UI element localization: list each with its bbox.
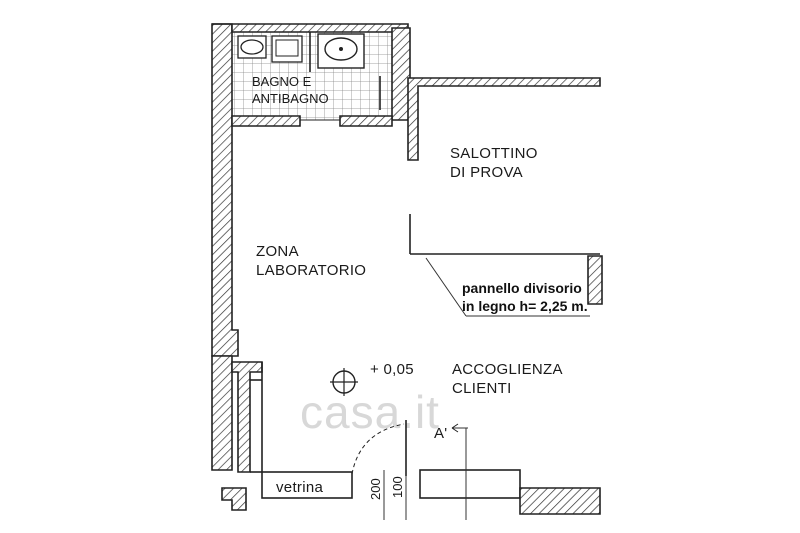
fitting-room-top-wall — [407, 77, 601, 161]
lab-label-line1: ZONA — [256, 243, 299, 260]
toilet-icon — [237, 35, 267, 59]
shop-window-label: vetrina — [276, 479, 323, 496]
watermark: casa.it — [300, 386, 440, 438]
fitting-room-label-line2: DI PROVA — [450, 164, 523, 181]
partition-note-line1: pannello divisorio — [462, 280, 582, 296]
left-wall-lower — [211, 355, 233, 471]
fitting-room-label-line1: SALOTTINO — [450, 145, 538, 162]
section-mark-label: A' — [434, 425, 447, 442]
right-post — [587, 255, 603, 305]
shop-window — [250, 362, 353, 499]
level-label: + 0,05 — [370, 361, 414, 378]
door-swing — [351, 423, 405, 475]
bidet-icon — [271, 35, 303, 63]
bathroom-label-line1: BAGNO E — [252, 74, 312, 89]
partition-panel-diagonal — [425, 257, 467, 317]
top-wall — [212, 23, 409, 33]
entrance-column — [231, 361, 263, 473]
dimension-200: 200 — [368, 478, 383, 500]
bathroom-bottom-wall — [231, 115, 301, 127]
lab-label-line2: LABORATORIO — [256, 262, 366, 279]
reception-label-line1: ACCOGLIENZA — [452, 361, 563, 378]
base-corner — [221, 487, 247, 511]
shop-window-right — [419, 469, 521, 499]
reception-label-line2: CLIENTI — [452, 380, 512, 397]
bathroom-label-line2: ANTIBAGNO — [252, 91, 329, 106]
bathroom-bottom-wall-right — [339, 115, 393, 127]
sink-icon — [317, 33, 365, 69]
right-base-wall — [519, 487, 601, 515]
section-arrowhead — [451, 423, 459, 433]
partition-note-line2: in legno h= 2,25 m. — [462, 298, 588, 314]
level-marker-icon — [330, 368, 358, 396]
dimension-100: 100 — [390, 476, 405, 498]
